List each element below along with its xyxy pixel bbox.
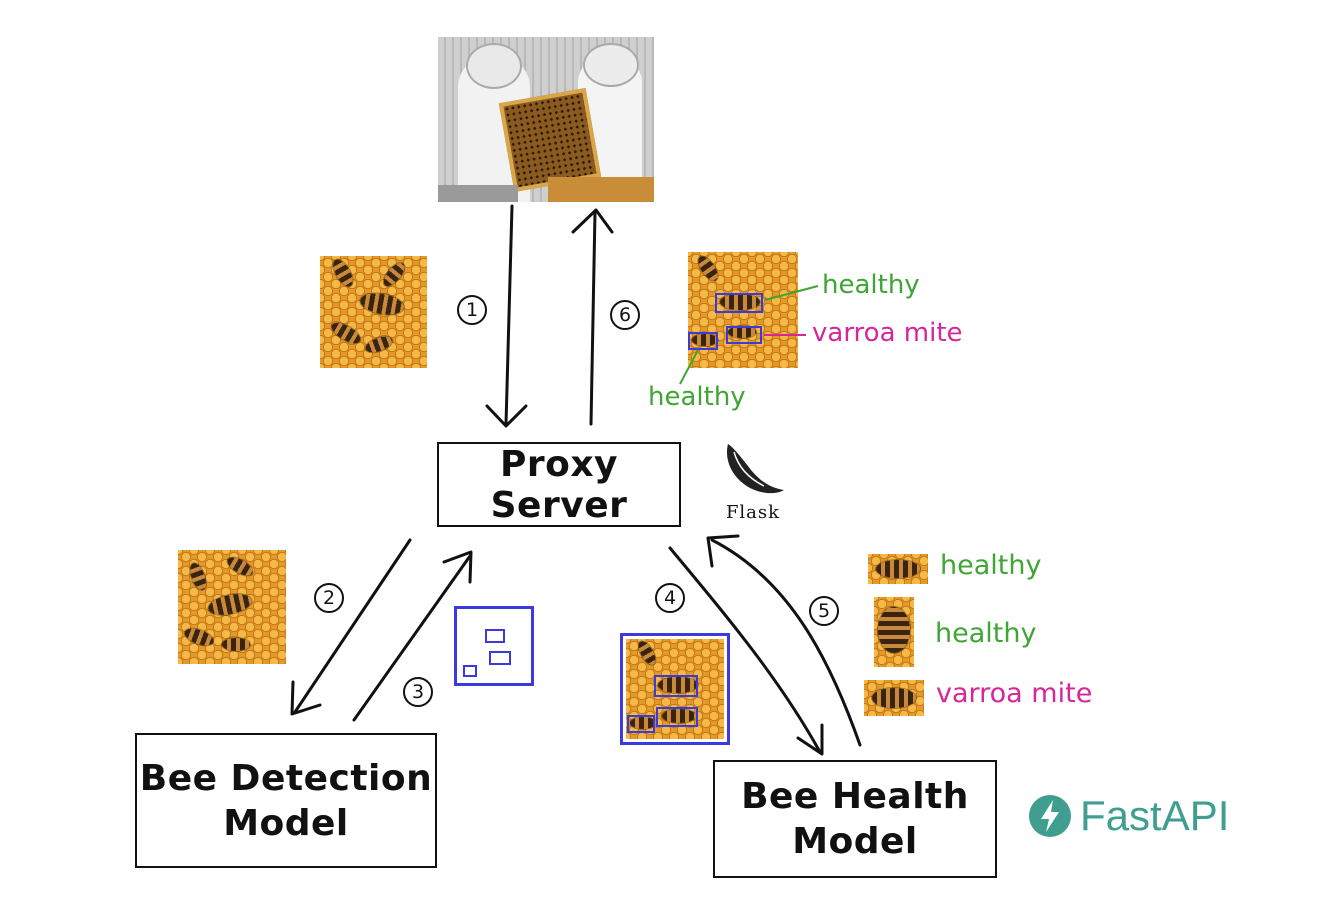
step-5-badge: 5 [809, 596, 839, 626]
beekeepers-photo [438, 37, 654, 202]
step-3-badge: 3 [403, 677, 433, 707]
bee-crop-2 [874, 597, 914, 667]
fastapi-logo: FastAPI [1028, 792, 1229, 840]
arrow-6 [589, 210, 597, 426]
result-label-healthy-bottom: healthy [648, 382, 746, 412]
arrow-4 [668, 546, 822, 754]
arrow-2 [293, 538, 412, 714]
input-hive-image [320, 256, 427, 368]
fastapi-label: FastAPI [1080, 792, 1230, 839]
step-6-badge: 6 [610, 300, 640, 330]
bee-health-model-label: Bee Health Model [741, 776, 969, 862]
bee-crop-3 [864, 680, 924, 716]
health-input-image [620, 633, 730, 745]
step-2-badge: 2 [314, 583, 344, 613]
bee-crop-1 [868, 554, 928, 584]
result-bbox-1 [715, 293, 763, 313]
fastapi-bolt-icon [1029, 795, 1071, 837]
step-1-badge: 1 [457, 295, 487, 325]
flask-horn-icon [726, 444, 784, 494]
detection-input-image [178, 550, 286, 664]
crop-label-2: healthy [935, 618, 1037, 649]
crop-label-1: healthy [940, 550, 1042, 581]
step-4-badge: 4 [655, 583, 685, 613]
result-bbox-3 [688, 332, 718, 350]
crop-label-3: varroa mite [936, 678, 1093, 709]
bounding-boxes-output [454, 606, 534, 686]
arrow-1 [504, 204, 514, 426]
flask-logo: Flask [718, 440, 788, 526]
result-label-healthy-top: healthy [822, 270, 920, 300]
arrow-3 [352, 554, 472, 722]
proxy-server-label: Proxy Server [490, 443, 628, 526]
bee-detection-model-node: Bee Detection Model [135, 733, 437, 868]
flask-label: Flask [725, 502, 781, 523]
proxy-server-node: Proxy Server [437, 442, 681, 527]
result-label-varroa: varroa mite [812, 318, 963, 348]
result-bbox-2 [726, 326, 762, 344]
arrow-5 [710, 538, 862, 747]
bee-detection-model-label: Bee Detection Model [139, 757, 433, 844]
annotated-result-image [688, 252, 798, 368]
bee-health-model-node: Bee Health Model [713, 760, 997, 878]
